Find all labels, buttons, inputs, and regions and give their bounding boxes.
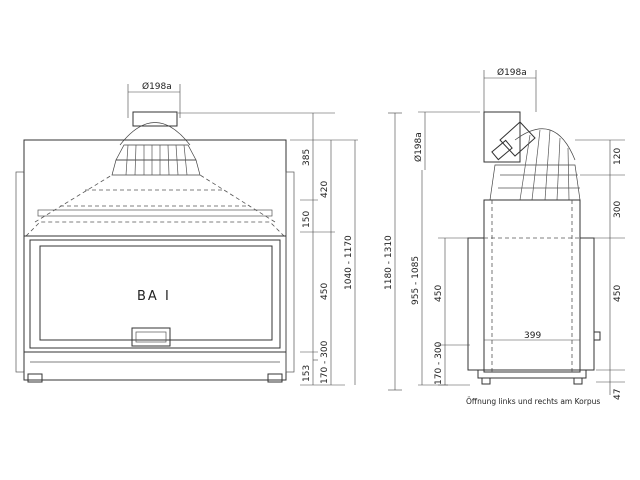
front-view: Ø198a BA I [15, 81, 402, 391]
side-dim-955-1085: 955 - 1085 [411, 256, 421, 305]
side-flue-label: Ø198a [497, 67, 527, 78]
side-view: Ø198a Ø198a [411, 67, 625, 406]
front-model-label: BA I [137, 289, 171, 304]
front-dim-153: 153 [302, 365, 312, 382]
side-dim-450-right: 450 [613, 285, 623, 302]
overall-height-dim: 1180 - 1310 [384, 235, 394, 290]
front-dim-1040-1170: 1040 - 1170 [344, 235, 354, 290]
side-dim-450-left: 450 [434, 285, 444, 302]
side-dim-300: 300 [613, 201, 623, 218]
side-dim-120: 120 [613, 148, 623, 165]
front-dim-385: 385 [302, 149, 312, 166]
side-dim-170-300: 170 - 300 [434, 341, 444, 385]
side-width-dim: 399 [524, 331, 541, 341]
side-flue-label-vertical: Ø198a [413, 132, 424, 162]
opening-note: Öffnung links und rechts am Korpus [466, 397, 600, 406]
front-dim-150: 150 [302, 211, 312, 228]
side-dim-47: 47 [613, 389, 623, 400]
front-flue-label: Ø198a [142, 81, 172, 92]
front-dim-420: 420 [320, 181, 330, 198]
front-dim-450: 450 [320, 283, 330, 300]
front-dim-170-300: 170 - 300 [320, 340, 330, 384]
